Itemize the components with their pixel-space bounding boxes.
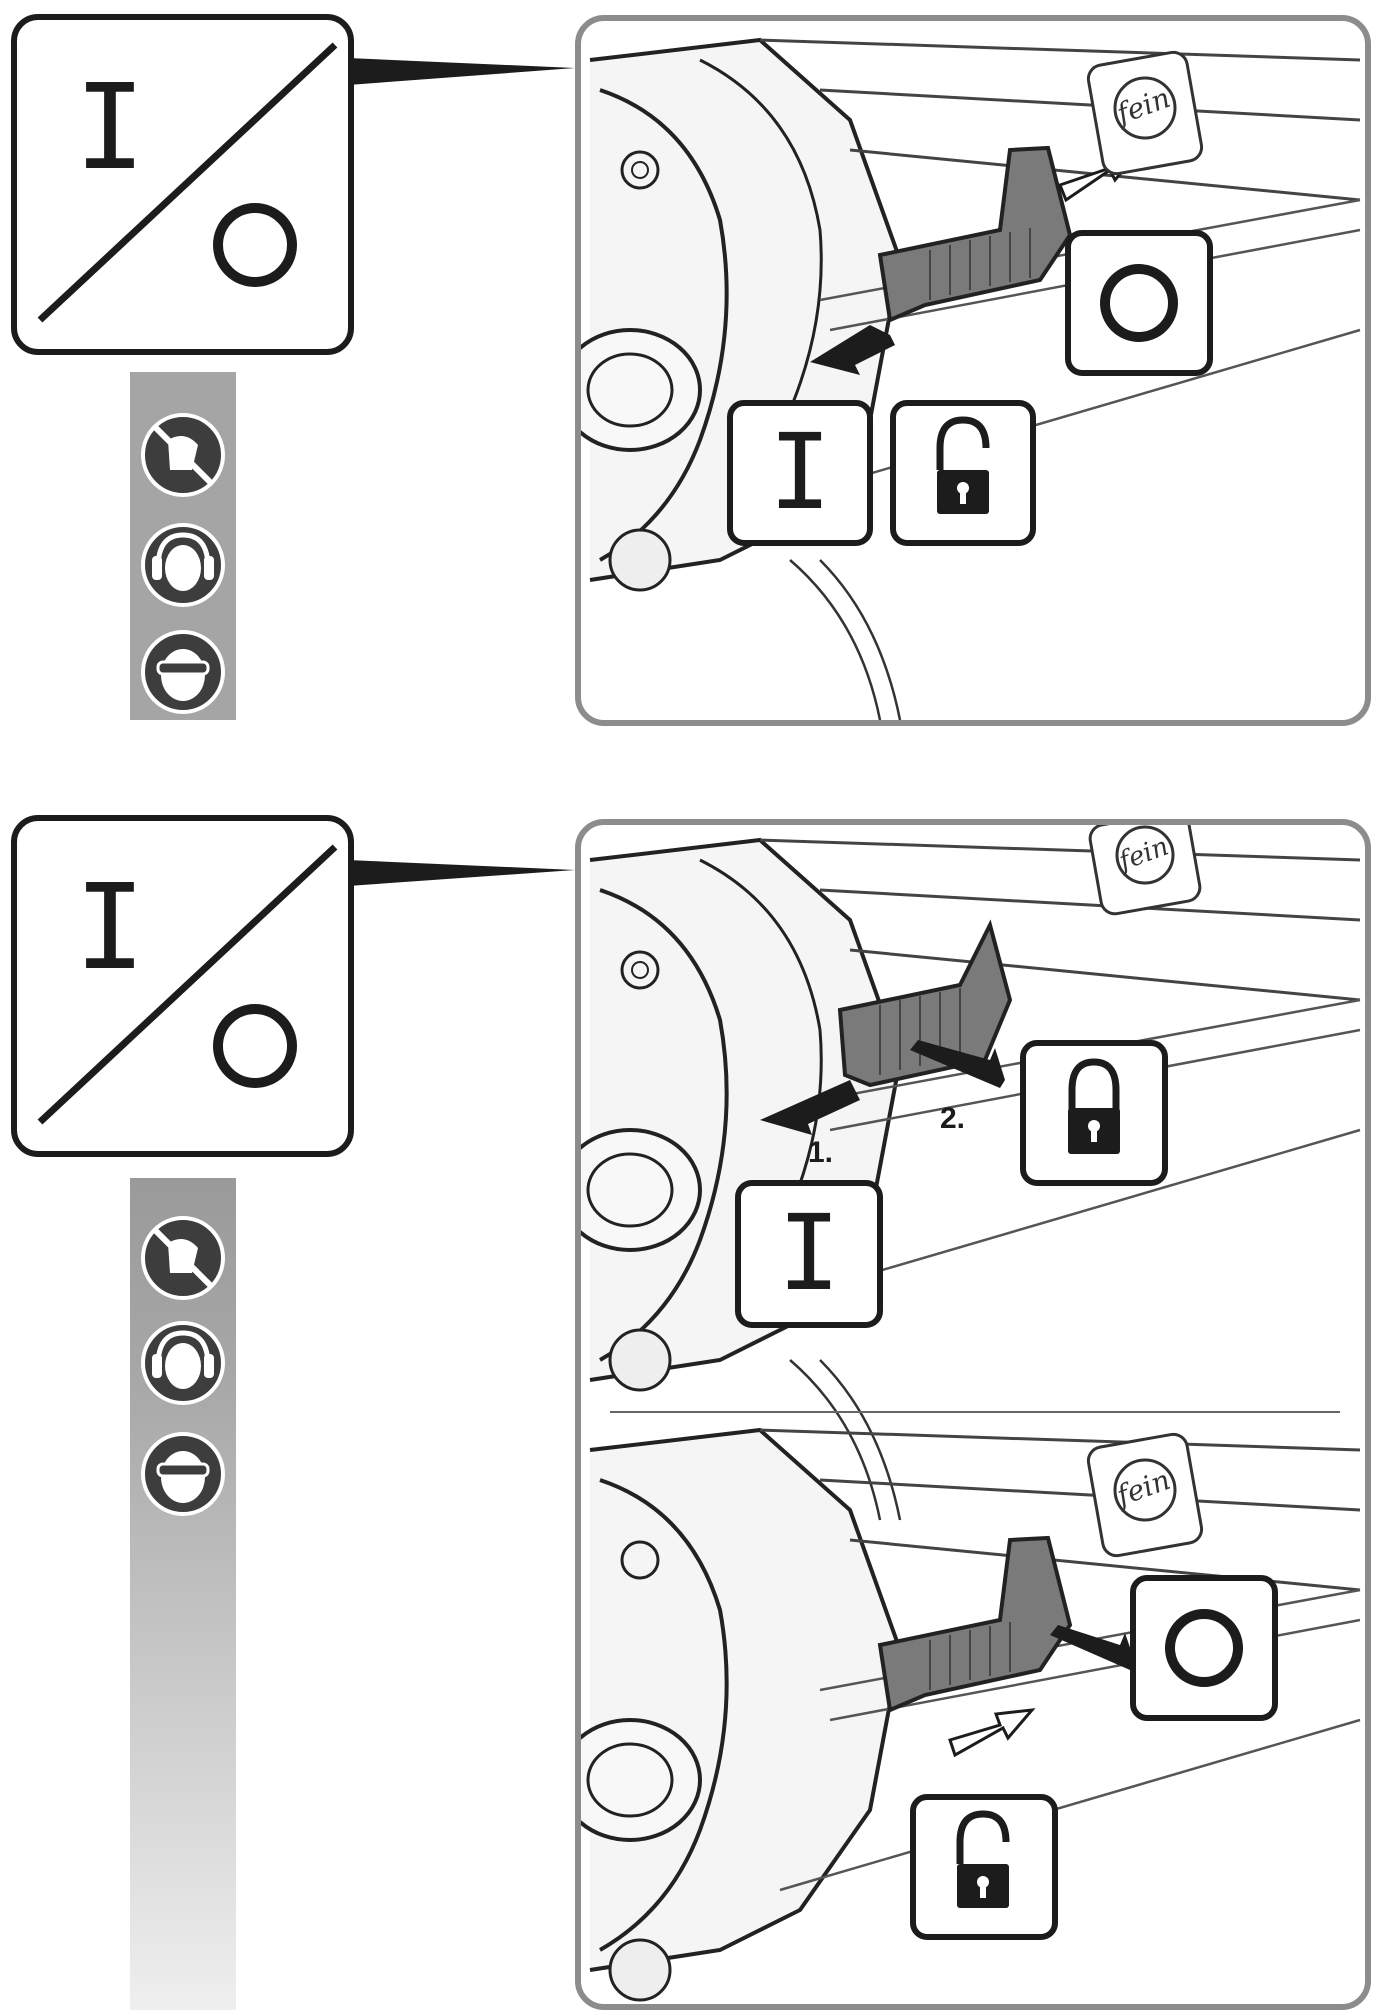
callout-on-top: I: [727, 400, 873, 546]
arrow-release-outline: [948, 1708, 1036, 1758]
on-off-symbol-top: I: [11, 14, 575, 355]
callout-lock-bottom: [1020, 1040, 1168, 1186]
lock-icon: [1068, 1058, 1120, 1154]
ear-protection-icon: [141, 523, 225, 607]
off-symbol: [213, 203, 297, 287]
pointer-wedge: [348, 58, 575, 85]
eye-protection-icon: [141, 1432, 225, 1516]
illustration-panel-top: fein I: [575, 15, 1371, 726]
brand-logo-lower: fein: [1086, 1432, 1204, 1558]
arrow-step-1: [760, 1080, 860, 1135]
eye-protection-icon: [141, 630, 225, 714]
safety-strip-top: [130, 372, 236, 720]
callout-off-bottom: [1130, 1575, 1278, 1721]
pointer-wedge: [348, 860, 575, 886]
no-gloves-icon: [141, 1216, 225, 1300]
callout-off-top: [1065, 230, 1213, 376]
section-bottom: I: [11, 815, 1371, 2010]
slide-switch: [877, 145, 1073, 323]
unlock-icon: [956, 1810, 1010, 1908]
safety-strip-bottom: [130, 1178, 236, 2010]
svg-text:I: I: [778, 1192, 841, 1314]
arrow-press: [1050, 1625, 1135, 1670]
callout-on-bottom: I: [735, 1180, 883, 1328]
section-top: I: [11, 14, 1371, 726]
on-symbol: I: [74, 858, 145, 996]
ear-protection-icon: [141, 1321, 225, 1405]
slide-switch-on: [837, 919, 1013, 1088]
callout-unlock-top: [890, 400, 1036, 546]
step-2-label: 2.: [940, 1102, 965, 1135]
arrow-left: [810, 325, 895, 375]
illustration-panel-bottom: 1. 2.: [575, 819, 1371, 2010]
brand-logo: fein: [1088, 822, 1202, 916]
on-symbol: I: [74, 58, 145, 196]
slide-switch-off: [877, 1535, 1073, 1713]
arrow-step-2: [910, 1040, 1005, 1088]
off-symbol: [213, 1004, 297, 1088]
svg-text:I: I: [769, 411, 832, 533]
callout-unlock-bottom: [910, 1794, 1058, 1940]
on-off-symbol-bottom: I: [11, 815, 575, 1157]
brand-logo: fein: [1086, 50, 1204, 176]
unlock-icon: [936, 416, 990, 514]
step-1-label: 1.: [808, 1136, 833, 1169]
no-gloves-icon: [141, 413, 225, 497]
